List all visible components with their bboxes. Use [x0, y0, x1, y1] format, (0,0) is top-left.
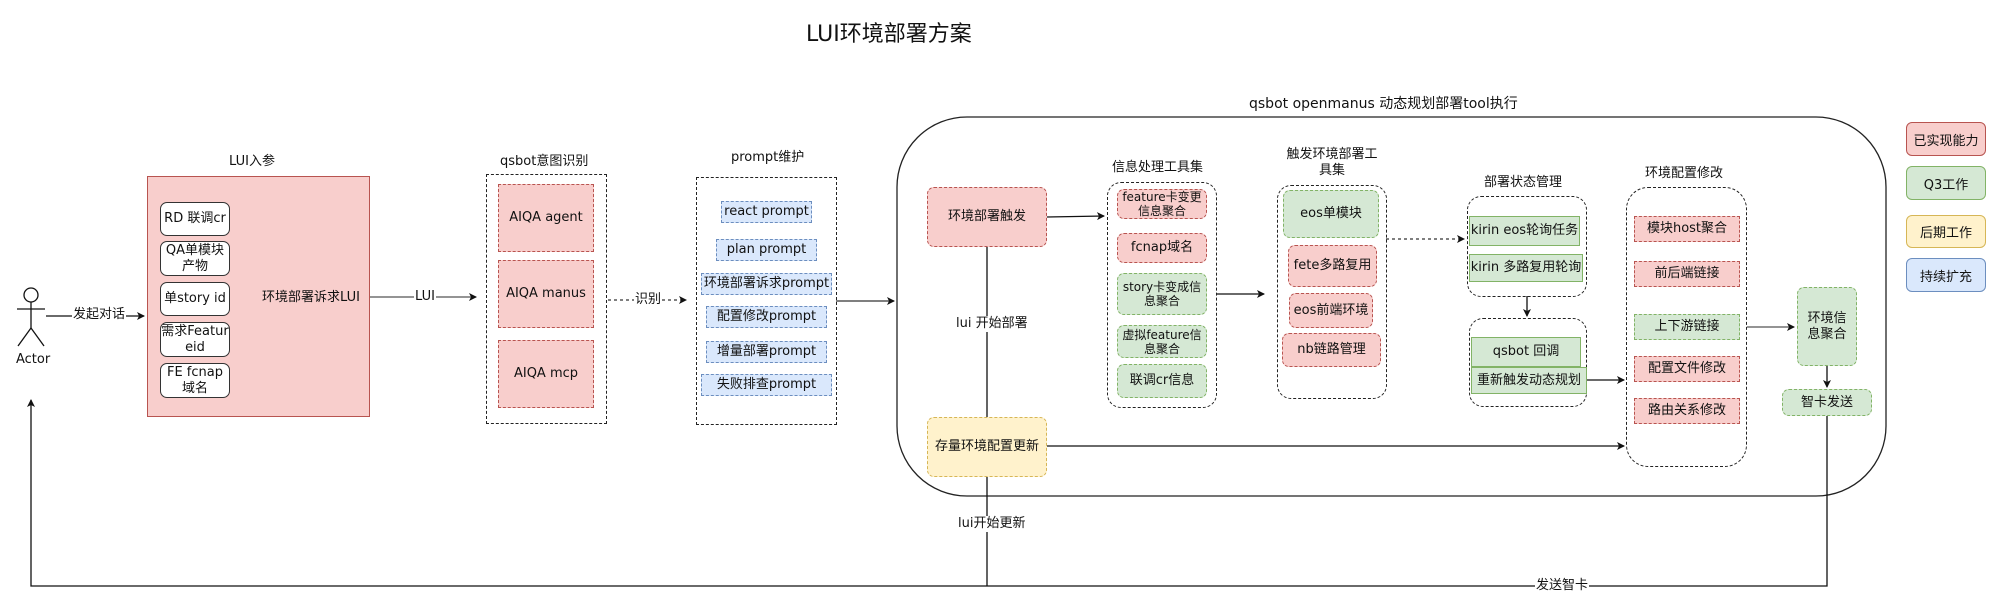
info-tool-item[interactable]: 联调cr信息 — [1117, 364, 1207, 398]
legend-label: 持续扩充 — [1919, 269, 1972, 285]
send-card-node[interactable]: 智卡发送 — [1782, 389, 1872, 416]
callback-panel — [1469, 318, 1587, 407]
env-config-title: 环境配置修改 — [1645, 166, 1724, 181]
intent-item[interactable]: AIQA mcp — [498, 340, 594, 408]
lui-input-title: LUI入参 — [229, 154, 275, 169]
edge-label-deploy: lui 开始部署 — [955, 316, 1029, 332]
lui-input-item[interactable]: FE fcnap域名 — [160, 363, 230, 398]
status-mgmt-panel — [1467, 196, 1587, 297]
lui-target: 环境部署诉求LUI — [262, 290, 360, 305]
callback-item[interactable]: 重新触发动态规划 — [1471, 367, 1587, 394]
legend-label: 已实现能力 — [1913, 133, 1979, 149]
trigger-deploy-node[interactable]: 环境部署触发 — [927, 187, 1047, 247]
lui-input-item[interactable]: RD 联调cr — [160, 202, 230, 236]
info-tool-item[interactable]: fcnap域名 — [1117, 233, 1207, 263]
status-mgmt-item[interactable]: kirin 多路复用轮询 — [1469, 254, 1583, 282]
edge-trigger-info — [1046, 212, 1105, 221]
env-config-item[interactable]: 上下游链接 — [1634, 314, 1740, 340]
legend-ongoing: 持续扩充 — [1906, 258, 1986, 292]
lui-input-item[interactable]: QA单模块产物 — [160, 241, 230, 276]
actor-label: Actor — [16, 352, 51, 367]
prompt-item[interactable]: 环境部署诉求prompt — [701, 273, 832, 295]
deploy-tool-item[interactable]: eos前端环境 — [1289, 293, 1373, 328]
deploy-tools-title: 触发环境部署工具集 — [1286, 147, 1378, 178]
prompt-item[interactable]: 配置修改prompt — [706, 306, 827, 328]
prompt-item[interactable]: 失败排查prompt — [701, 374, 832, 396]
env-config-item[interactable]: 配置文件修改 — [1634, 356, 1740, 382]
stock-config-update-node[interactable]: 存量环境配置更新 — [927, 417, 1047, 477]
executor-title: qsbot openmanus 动态规划部署tool执行 — [1249, 96, 1518, 112]
env-config-item[interactable]: 前后端链接 — [1634, 261, 1740, 287]
edge-label-update: lui开始更新 — [957, 516, 1027, 532]
env-config-panel — [1626, 187, 1747, 467]
legend-label: Q3工作 — [1923, 177, 1969, 193]
prompt-title: prompt维护 — [731, 150, 805, 165]
deploy-tool-item[interactable]: nb链路管理 — [1282, 333, 1381, 367]
intent-item[interactable]: AIQA manus — [498, 260, 594, 328]
status-mgmt-title: 部署状态管理 — [1484, 175, 1563, 190]
status-mgmt-item[interactable]: kirin eos轮询任务 — [1469, 216, 1580, 246]
info-tool-item[interactable]: feature卡变更信息聚合 — [1117, 189, 1207, 219]
prompt-item[interactable]: react prompt — [721, 201, 812, 223]
edge-actor-return — [27, 399, 1828, 587]
deploy-tools-panel — [1277, 185, 1387, 399]
lui-input-item[interactable]: 单story id — [160, 282, 230, 316]
edge-label-identify: 识别 — [634, 292, 663, 308]
info-tool-item[interactable]: 虚拟feature信息聚合 — [1117, 325, 1207, 358]
info-tools-title: 信息处理工具集 — [1112, 160, 1204, 175]
env-config-item[interactable]: 模块host聚合 — [1634, 216, 1740, 242]
prompt-panel — [696, 177, 837, 425]
page-title: LUI环境部署方案 — [806, 22, 972, 47]
legend-q3: Q3工作 — [1906, 166, 1986, 200]
legend-later: 后期工作 — [1906, 215, 1986, 248]
prompt-item[interactable]: plan prompt — [716, 239, 817, 261]
prompt-item[interactable]: 增量部署prompt — [706, 341, 827, 363]
legend-implemented: 已实现能力 — [1906, 122, 1986, 156]
env-config-item[interactable]: 路由关系修改 — [1634, 398, 1740, 424]
legend-label: 后期工作 — [1919, 226, 1972, 241]
executor-container — [896, 116, 1887, 497]
edge-label-start: 发起对话 — [72, 307, 127, 323]
intent-title: qsbot意图识别 — [500, 154, 589, 169]
env-aggregate-node[interactable]: 环境信息聚合 — [1797, 287, 1857, 366]
actor-icon — [17, 287, 45, 347]
edge-label-lui: LUI — [414, 289, 436, 305]
callback-item[interactable]: qsbot 回调 — [1471, 337, 1581, 367]
lui-input-item[interactable]: 需求Featureid — [160, 322, 230, 357]
deploy-tool-item[interactable]: eos单模块 — [1283, 190, 1379, 238]
info-tool-item[interactable]: story卡变成信息聚合 — [1117, 273, 1207, 315]
intent-panel — [486, 174, 607, 424]
info-tools-panel — [1107, 182, 1217, 408]
edge-label-return: 发送智卡 — [1535, 578, 1590, 594]
deploy-tool-item[interactable]: fete多路复用 — [1288, 245, 1377, 287]
intent-item[interactable]: AIQA agent — [498, 184, 594, 252]
